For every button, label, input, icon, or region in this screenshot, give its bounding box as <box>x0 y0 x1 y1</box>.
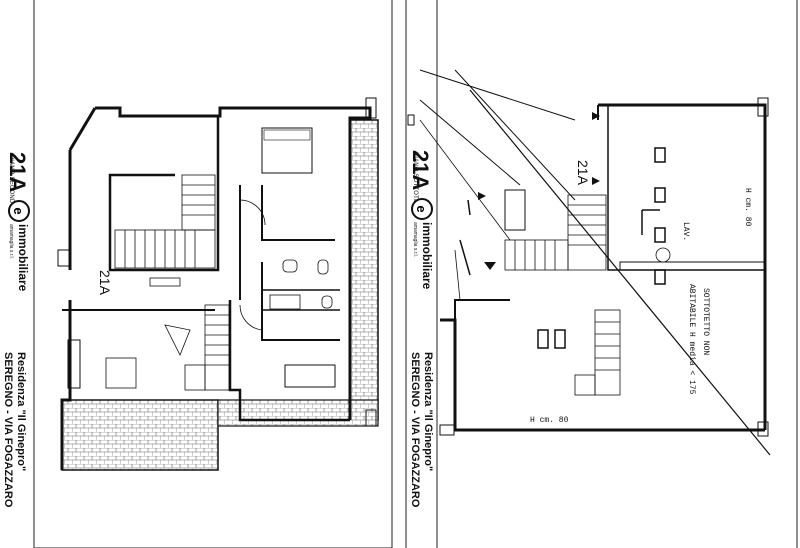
left-logo-icon: e <box>8 200 30 222</box>
left-floor-plan <box>57 97 379 471</box>
left-title-line1: Residenza "Il Ginepro" <box>15 352 27 472</box>
attic-note-line2: ABITABILE H media < 175 <box>687 284 696 395</box>
left-sheet-frame <box>33 0 393 548</box>
left-plan-unit-label: 21A <box>97 270 113 296</box>
right-unit-id: 21A <box>408 150 433 191</box>
right-brand-name: immobiliare <box>420 222 434 290</box>
left-brand-sub: amamaglia s.r.l. <box>8 224 14 260</box>
right-floor-plan <box>407 69 771 456</box>
lav-label: LAV. <box>681 222 690 241</box>
right-title-line1: Residenza "Il Ginepro" <box>422 352 434 472</box>
terrace-paving-right <box>349 119 379 421</box>
left-brand-name: immobiliare <box>16 224 30 292</box>
height-label-bottom: H cm. 80 <box>530 416 569 425</box>
right-sheet-frame <box>405 0 798 548</box>
terrace-paving-bottom <box>61 399 219 471</box>
height-label-top: H cm. 80 <box>743 188 752 227</box>
attic-note-line1: SOTTOTETTO NON <box>701 288 710 355</box>
left-title-line2: SEREGNO - VIA FOGAZZARO <box>2 352 14 508</box>
right-title-line2: SEREGNO - VIA FOGAZZARO <box>409 352 421 508</box>
right-logo-icon: e <box>411 198 433 220</box>
right-brand-sub: amamaglia s.r.l. <box>412 222 418 258</box>
right-plan-unit-label: 21A <box>575 160 591 186</box>
